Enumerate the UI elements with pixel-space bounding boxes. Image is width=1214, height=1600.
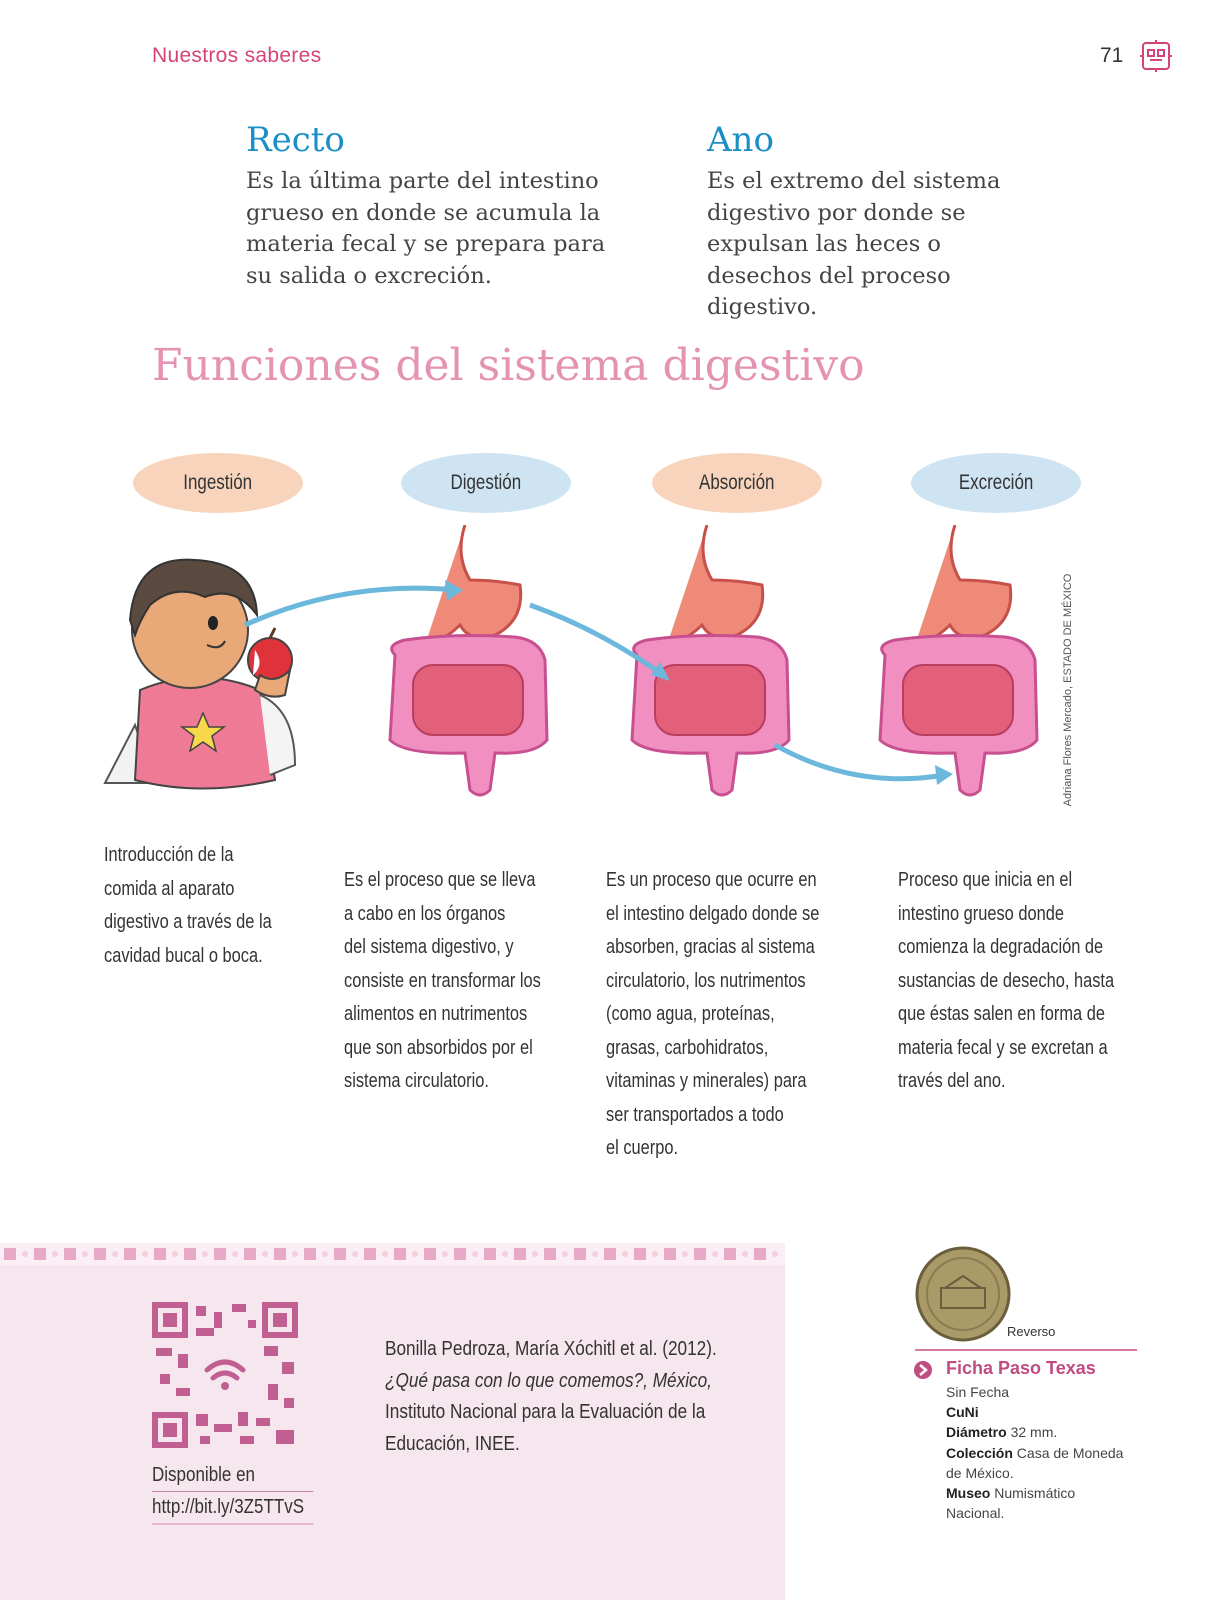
stage-pill-excrecion: Excreción <box>911 453 1081 513</box>
chevron-right-icon <box>914 1361 932 1379</box>
digestive-system-digestion <box>388 525 549 797</box>
stage-pill-absorcion: Absorción <box>652 453 822 513</box>
process-arrow <box>243 585 946 782</box>
illustration-credit: Adriana Flores Mercado, ESTADO DE MÉXICO <box>1062 573 1074 807</box>
section-title: Funciones del sistema digestivo <box>152 340 865 391</box>
page-number: 71 <box>1100 44 1124 67</box>
arrowhead-icon <box>445 580 953 785</box>
coin-title: Ficha Paso Texas <box>946 1358 1096 1378</box>
decorative-border-strip <box>0 1243 785 1265</box>
coin-details: Sin Fecha CuNi Diámetro 32 mm. Colección… <box>946 1384 1124 1522</box>
digestive-system-absorcion <box>630 525 791 797</box>
resource-url-link[interactable]: http://bit.ly/3Z5TTvS <box>152 1496 305 1518</box>
qr-code-icon[interactable] <box>152 1302 298 1448</box>
page-ornament-icon <box>1140 40 1172 72</box>
term-definition: Es el extremo del sistema digestivo por … <box>707 168 1001 320</box>
coin-side-label: Reverso <box>1007 1324 1056 1339</box>
coin-image <box>915 1246 1011 1342</box>
section-label: Nuestros saberes <box>152 44 322 67</box>
divider <box>915 1349 1137 1351</box>
term-title: Ano <box>707 120 774 160</box>
availability-block: Disponible en http://bit.ly/3Z5TTvS <box>152 1460 342 1525</box>
stage-pill-digestion: Digestión <box>401 453 571 513</box>
available-label: Disponible en <box>152 1464 256 1486</box>
resource-panel <box>0 1258 785 1600</box>
bibliographic-reference: Bonilla Pedroza, María Xóchitl et al. (2… <box>385 1338 717 1455</box>
term-ano: Ano Es el extremo del sistema digestivo … <box>707 120 1057 324</box>
term-recto: Recto Es la última parte del intestino g… <box>246 120 636 292</box>
term-title: Recto <box>246 120 345 160</box>
digestive-process-illustration <box>103 525 1039 797</box>
child-eating-apple-illustration <box>103 558 297 790</box>
term-definition: Es la última parte del intestino grueso … <box>246 168 606 289</box>
stage-pill-ingestion: Ingestión <box>133 453 303 513</box>
digestive-system-excrecion <box>878 525 1039 797</box>
